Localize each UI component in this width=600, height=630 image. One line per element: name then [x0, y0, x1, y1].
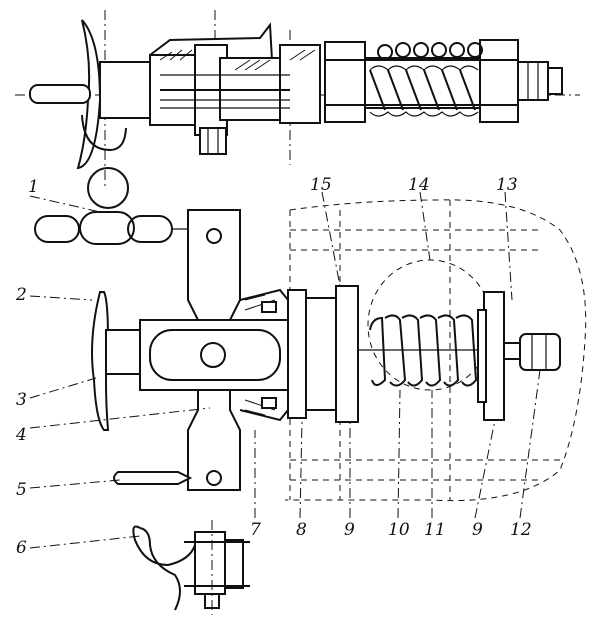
bottom-plan-view	[34, 199, 587, 615]
callout-15: 15	[310, 175, 332, 195]
callout-10: 10	[388, 520, 410, 540]
callout-4: 4	[15, 425, 27, 445]
callout-13: 13	[496, 175, 518, 195]
leader-lines	[29, 191, 541, 549]
callout-7: 7	[250, 520, 261, 540]
callout-labels: 1 2 3 4 5 6 7 8 9 10 11 9 12 13 14 15	[15, 175, 532, 558]
top-section-view	[15, 10, 580, 209]
callout-1: 1	[28, 177, 39, 197]
callout-8: 8	[296, 520, 307, 540]
callout-9-left: 9	[344, 520, 355, 540]
callout-12: 12	[510, 520, 532, 540]
callout-11: 11	[424, 520, 446, 540]
callout-5: 5	[16, 480, 27, 500]
callout-3: 3	[16, 390, 27, 410]
callout-6: 6	[16, 538, 27, 558]
callout-2: 2	[15, 285, 27, 305]
callout-9-right: 9	[472, 520, 483, 540]
callout-14: 14	[408, 175, 430, 195]
